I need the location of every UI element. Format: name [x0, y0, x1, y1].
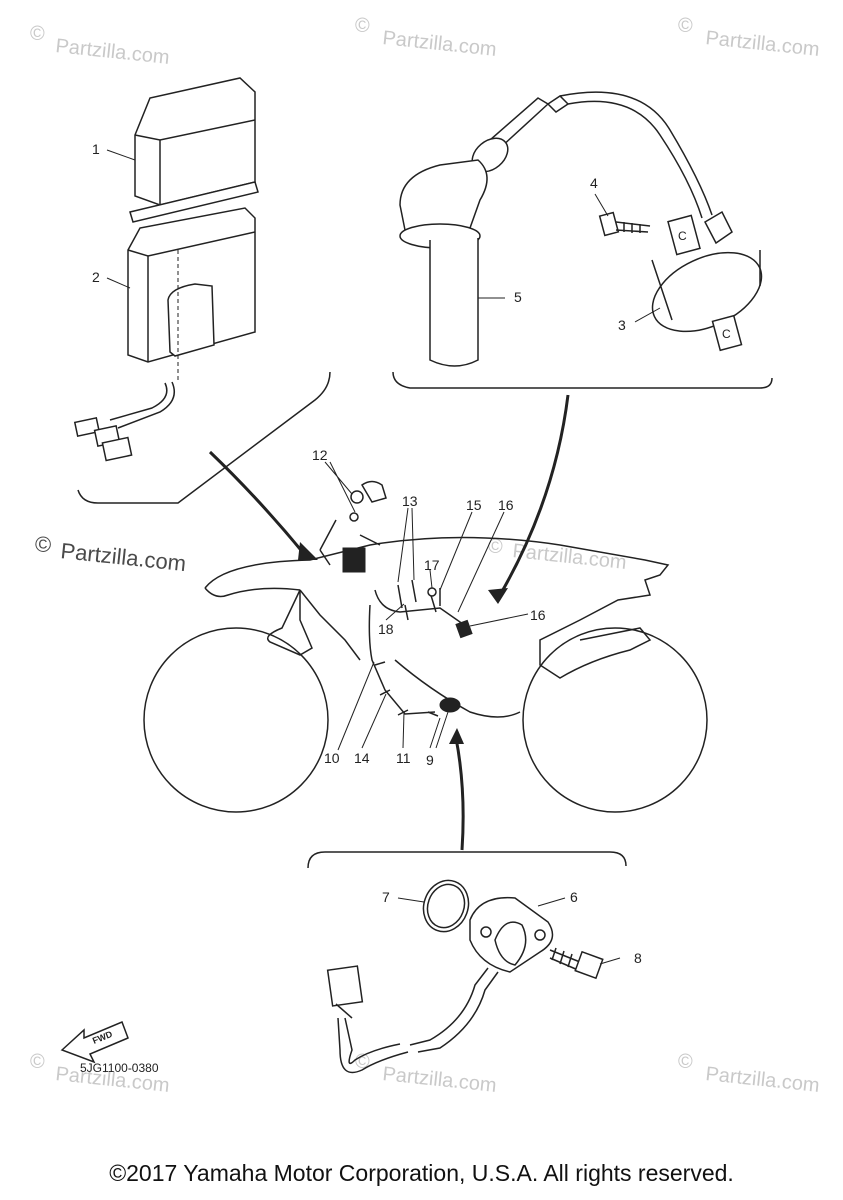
watermark-symbol: ©	[678, 1051, 693, 1073]
callout-13: 13	[402, 493, 418, 509]
wire-harness	[319, 480, 473, 717]
cdi-unit	[129, 77, 259, 223]
switch-bolt	[549, 947, 604, 980]
leader-lines	[106, 149, 661, 965]
watermark-text: Partzilla.com	[704, 27, 820, 61]
neutral-switch-callout-bracket	[307, 851, 627, 869]
watermark-symbol: ©	[488, 536, 503, 558]
callout-16-lower: 16	[530, 607, 546, 623]
callout-7: 7	[382, 889, 390, 905]
o-ring	[422, 879, 470, 933]
ignition-coil: C C	[546, 91, 763, 352]
cdi-wire-connectors	[73, 381, 175, 462]
watermark-symbol: ©	[30, 23, 45, 45]
callout-11: 11	[396, 750, 411, 766]
callout-numbers: 1 2 3 4 5 6 7 8 9 10 11 12 13 14 15 16 1…	[92, 141, 642, 966]
callout-18: 18	[378, 621, 394, 637]
neutral-switch	[326, 896, 554, 1074]
cdi-bracket	[127, 207, 256, 380]
spark-plug-cap	[399, 97, 550, 367]
callout-4: 4	[590, 175, 598, 191]
cdi-callout-bracket	[77, 371, 331, 504]
watermark-text: Partzilla.com	[59, 538, 187, 576]
callout-1: 1	[92, 141, 100, 157]
callout-17: 17	[424, 557, 440, 573]
diagram-part-number: 5JG1100-0380	[80, 1061, 159, 1075]
watermark-text: Partzilla.com	[511, 540, 627, 574]
coil-bolt	[598, 211, 651, 237]
callout-5: 5	[514, 289, 522, 305]
watermark-text: Partzilla.com	[381, 1063, 497, 1097]
copyright-notice: ©2017 Yamaha Motor Corporation, U.S.A. A…	[109, 1160, 734, 1186]
pointer-arrows	[208, 394, 570, 851]
callout-8: 8	[634, 950, 642, 966]
callout-6: 6	[570, 889, 578, 905]
coil-mark-top: C	[678, 229, 687, 243]
watermark-text: Partzilla.com	[704, 1063, 820, 1097]
coil-mark-bottom: C	[722, 327, 731, 341]
motorcycle-outline	[143, 536, 708, 813]
callout-3: 3	[618, 317, 626, 333]
callout-15: 15	[466, 497, 482, 513]
watermark-symbol: ©	[30, 1051, 45, 1073]
watermark-symbol: ©	[355, 15, 370, 37]
fwd-arrow-icon: FWD	[60, 1021, 129, 1064]
watermark-text: Partzilla.com	[381, 27, 497, 61]
watermark-text: Partzilla.com	[54, 35, 170, 69]
watermark-symbol: ©	[35, 532, 51, 557]
callout-9: 9	[426, 752, 434, 768]
callout-14: 14	[354, 750, 370, 766]
callout-16-upper: 16	[498, 497, 514, 513]
callout-2: 2	[92, 269, 100, 285]
watermark-symbol: ©	[678, 15, 693, 37]
coil-callout-bracket	[392, 371, 773, 389]
callout-12: 12	[312, 447, 328, 463]
callout-10: 10	[324, 750, 340, 766]
